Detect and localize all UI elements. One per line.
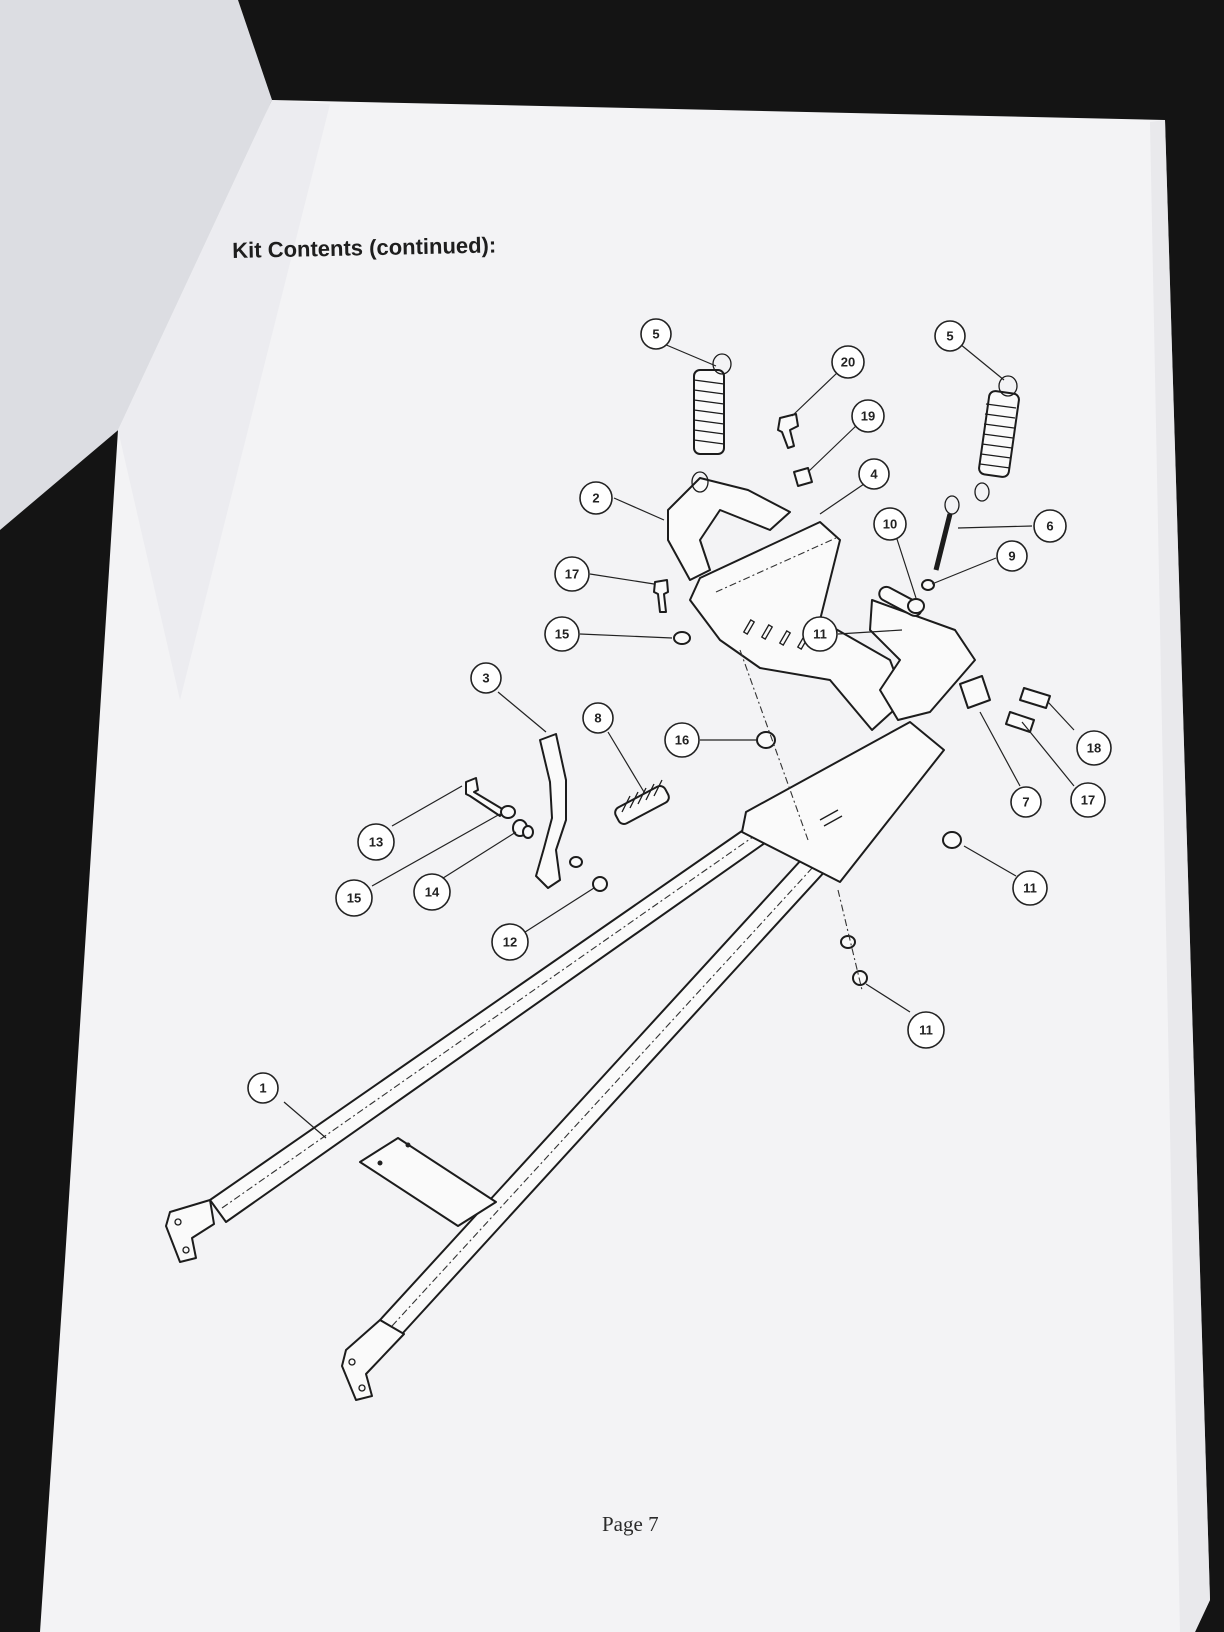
bolt-20 (777, 413, 799, 449)
back-sheet (0, 0, 272, 530)
svg-text:18: 18 (1087, 741, 1101, 756)
svg-text:15: 15 (555, 627, 569, 642)
svg-text:17: 17 (1081, 793, 1095, 808)
bolt-17 (653, 579, 669, 613)
callout-14: 14 (413, 873, 451, 911)
callout-5-left: 5 (640, 318, 672, 350)
svg-text:7: 7 (1022, 795, 1029, 810)
callout-15-upper: 15 (544, 616, 580, 652)
svg-text:11: 11 (813, 627, 827, 642)
frame-cross-member (359, 1137, 497, 1227)
washer-15 (673, 631, 691, 645)
callout-17-left: 17 (554, 556, 590, 592)
spring-left (691, 353, 732, 493)
bolt-17-right (1005, 711, 1035, 733)
callout-6: 6 (1033, 509, 1067, 543)
spring-8 (614, 785, 670, 825)
svg-text:10: 10 (883, 517, 897, 532)
callout-12: 11 (1012, 870, 1048, 906)
svg-text:11: 11 (1023, 881, 1037, 896)
svg-text:20: 20 (841, 355, 855, 370)
callout-2: 2 (579, 481, 613, 515)
mount-arm (667, 477, 791, 581)
svg-text:12: 12 (503, 935, 517, 950)
svg-text:8: 8 (594, 711, 601, 726)
callout-18: 18 (1076, 730, 1112, 766)
main-page (40, 100, 1210, 1632)
svg-text:6: 6 (1046, 519, 1053, 534)
mount-plate (689, 521, 906, 731)
svg-text:4: 4 (870, 467, 878, 482)
rail-top-plate (741, 721, 945, 883)
svg-text:14: 14 (425, 885, 440, 900)
mount-bracket (667, 477, 976, 731)
page-shadow (118, 100, 330, 700)
svg-text:16: 16 (675, 733, 689, 748)
lever-assembly (465, 733, 670, 892)
svg-text:11: 11 (919, 1023, 933, 1038)
rail-end-bracket-upper (165, 1199, 215, 1263)
page-edge-shade (1150, 120, 1210, 1632)
nut-9 (921, 579, 935, 591)
callout-5-right: 5 (934, 320, 966, 352)
callout-11-upper: 11 (802, 616, 838, 652)
callout-9: 9 (996, 540, 1028, 572)
leader-lines (283, 343, 1075, 1139)
callout-10: 10 (873, 507, 907, 541)
washer-15-left (500, 805, 516, 819)
svg-text:2: 2 (592, 491, 599, 506)
svg-text:5: 5 (652, 327, 659, 342)
svg-text:5: 5 (946, 329, 953, 344)
callout-17-right: 17 (1070, 782, 1106, 818)
hardware (653, 413, 1051, 991)
washer-lower (840, 935, 856, 949)
springs (691, 353, 1020, 502)
callout-1: 1 (247, 1072, 279, 1104)
nut-11-left (592, 876, 608, 892)
callout-16: 16 (664, 722, 700, 758)
callout-20: 20 (831, 345, 865, 379)
svg-text:1: 1 (259, 1081, 266, 1096)
callout-15-left: 15 (335, 879, 373, 917)
svg-text:15: 15 (347, 891, 361, 906)
nut-11-lower (852, 970, 868, 986)
lever-arm (535, 733, 567, 889)
callout-11-left: 12 (491, 923, 529, 961)
frame-rail-lower (379, 811, 871, 1335)
svg-text:13: 13 (369, 835, 383, 850)
svg-text:17: 17 (565, 567, 579, 582)
page-number: Page 7 (602, 1512, 659, 1536)
bolt-18 (1019, 687, 1051, 709)
callout-3: 3 (470, 662, 502, 694)
bolt-13 (465, 777, 505, 817)
svg-text:9: 9 (1008, 549, 1015, 564)
svg-text:3: 3 (482, 671, 489, 686)
nut-10 (907, 598, 925, 614)
frame-rails (165, 721, 945, 1401)
rail-end-bracket-lower (341, 1319, 405, 1401)
callout-8: 8 (582, 702, 614, 734)
washer-left (569, 856, 583, 868)
callout-4: 4 (858, 458, 890, 490)
callout-7: 7 (1010, 786, 1042, 818)
nut-12 (942, 831, 962, 849)
u-nut-19 (793, 467, 813, 487)
plate-7 (959, 675, 991, 709)
eye-bolt (944, 495, 960, 515)
callout-13: 13 (357, 823, 395, 861)
spring-right (974, 375, 1020, 502)
svg-text:19: 19 (861, 409, 875, 424)
callout-19: 19 (851, 399, 885, 433)
callout-11-lower: 11 (907, 1011, 945, 1049)
frame-rail-upper (209, 823, 773, 1223)
